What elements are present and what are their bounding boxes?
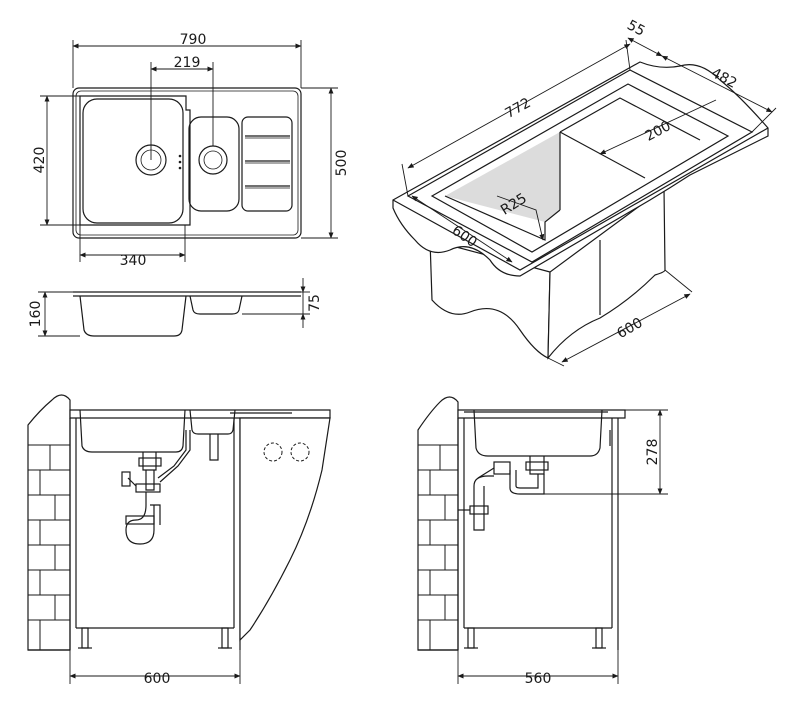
dim-75: 75 (307, 294, 323, 312)
dim-420: 420 (32, 147, 48, 174)
large-bowl (79, 95, 191, 226)
dim-772: 772 (502, 95, 533, 122)
isometric-view: 772 55 482 200 R25 600 600 (392, 17, 777, 367)
dim-600-front: 600 (144, 671, 171, 687)
dim-560: 560 (525, 671, 552, 687)
drain-icon (198, 145, 228, 175)
valve-icon (121, 471, 131, 487)
side-install-view: 278 560 (417, 396, 668, 687)
valve-icon (493, 461, 511, 475)
dim-55: 55 (624, 17, 647, 39)
dim-160: 160 (28, 301, 44, 328)
profile-view: 160 75 (28, 278, 323, 337)
dim-340: 340 (120, 253, 147, 269)
dim-500: 500 (334, 150, 350, 177)
dim-278: 278 (645, 439, 661, 466)
small-bowl (188, 116, 240, 212)
drainer-board (241, 116, 293, 212)
top-view: 790 219 420 500 340 (32, 32, 350, 269)
front-install-view: 600 (27, 394, 331, 687)
dim-219: 219 (174, 55, 201, 71)
dim-600-iso-side: 600 (614, 315, 645, 342)
dim-790: 790 (180, 32, 207, 48)
